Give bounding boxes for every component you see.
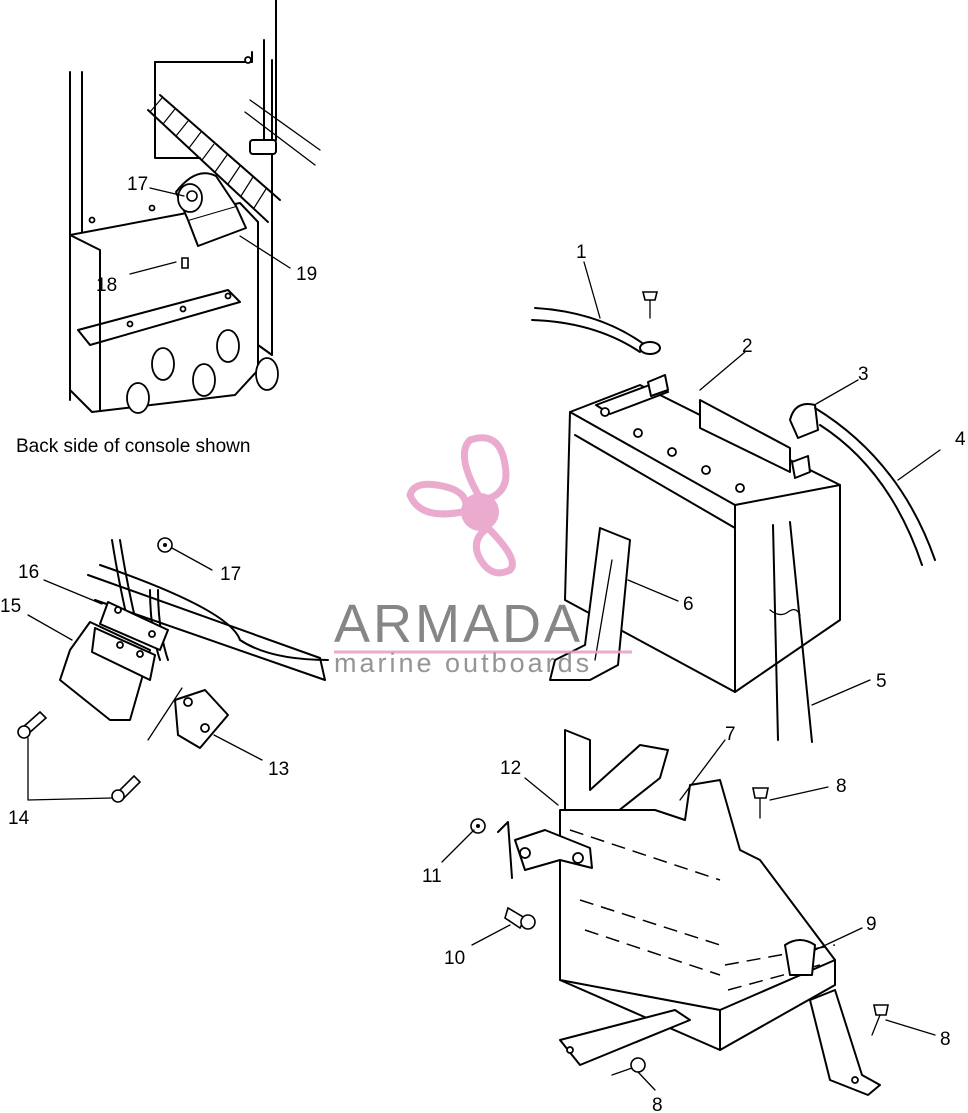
callout-18: 18 xyxy=(96,275,117,296)
callout-4: 4 xyxy=(955,429,966,450)
callout-17-lower: 17 xyxy=(220,564,241,585)
brand-name: ARMADA xyxy=(334,594,583,654)
leader-lines xyxy=(27,187,941,1091)
callout-6: 6 xyxy=(683,594,694,615)
callout-19: 19 xyxy=(296,264,317,285)
callout-11: 11 xyxy=(422,866,442,887)
callout-17: 17 xyxy=(127,174,148,195)
solenoid-assembly xyxy=(17,537,329,803)
callout-2: 2 xyxy=(742,336,753,357)
callout-10: 10 xyxy=(444,948,465,969)
callouts: 17 18 19 1 2 3 4 6 5 7 12 8 11 9 10 8 8 … xyxy=(0,174,966,1113)
propeller-logo-icon xyxy=(406,434,516,577)
callout-14: 14 xyxy=(8,808,30,829)
callout-13: 13 xyxy=(268,759,289,780)
callout-1: 1 xyxy=(576,242,587,263)
callout-16: 16 xyxy=(18,562,39,583)
callout-7: 7 xyxy=(725,724,736,745)
callout-8-right: 8 xyxy=(940,1029,951,1050)
callout-8-bottom: 8 xyxy=(652,1095,663,1113)
callout-15: 15 xyxy=(0,596,21,617)
battery-tray xyxy=(470,729,889,1096)
callout-5: 5 xyxy=(876,671,887,692)
console-inset xyxy=(69,0,321,414)
armada-watermark: ARMADA marine outboards xyxy=(334,434,632,678)
callout-12: 12 xyxy=(500,758,521,779)
battery-assembly xyxy=(531,291,936,743)
callout-8-top: 8 xyxy=(836,776,847,797)
console-caption: Back side of console shown xyxy=(16,436,250,457)
callout-9: 9 xyxy=(866,914,877,935)
brand-tagline: marine outboards xyxy=(334,648,592,678)
callout-3: 3 xyxy=(858,364,869,385)
